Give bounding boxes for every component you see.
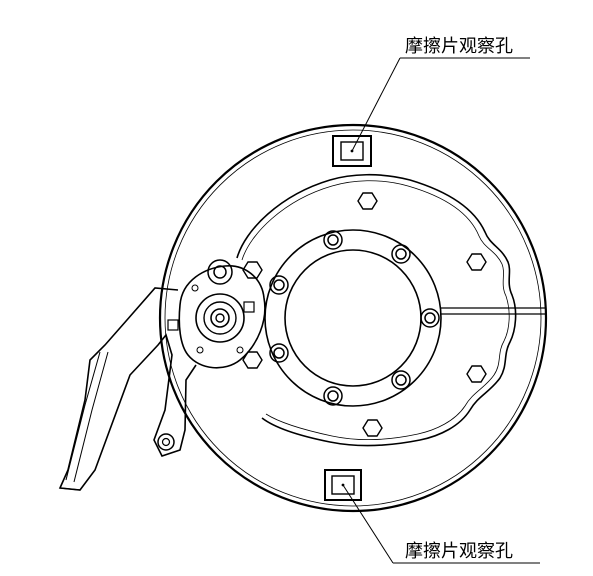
- wheel-bolt: [323, 230, 343, 250]
- hex-nut: [466, 365, 487, 383]
- hex-nut: [357, 192, 378, 210]
- wheel-bolt: [323, 386, 343, 406]
- bottom-leader-line: [342, 484, 540, 564]
- flange-plate: [236, 173, 545, 447]
- top-leader-line: [351, 57, 530, 152]
- wheel-bolt: [269, 343, 289, 363]
- bottom-annotation-label: 摩擦片观察孔: [405, 541, 513, 562]
- slack-adjuster: [58, 259, 266, 491]
- hex-nuts: [242, 192, 487, 437]
- wheel-bolt: [420, 308, 440, 328]
- hub: [264, 229, 442, 407]
- hex-nut: [242, 261, 263, 279]
- hex-nut: [466, 253, 487, 271]
- bottom-inspection-hole: [324, 469, 362, 501]
- wheel-bolt: [269, 275, 289, 295]
- wheel-bolt: [391, 370, 411, 390]
- hex-nut: [242, 351, 263, 369]
- hex-nut: [362, 419, 383, 437]
- brake-disc: [158, 123, 548, 513]
- wheel-bolt: [391, 244, 411, 264]
- wheel-bolt-ring: [269, 230, 440, 406]
- top-annotation-label: 摩擦片观察孔: [405, 36, 513, 57]
